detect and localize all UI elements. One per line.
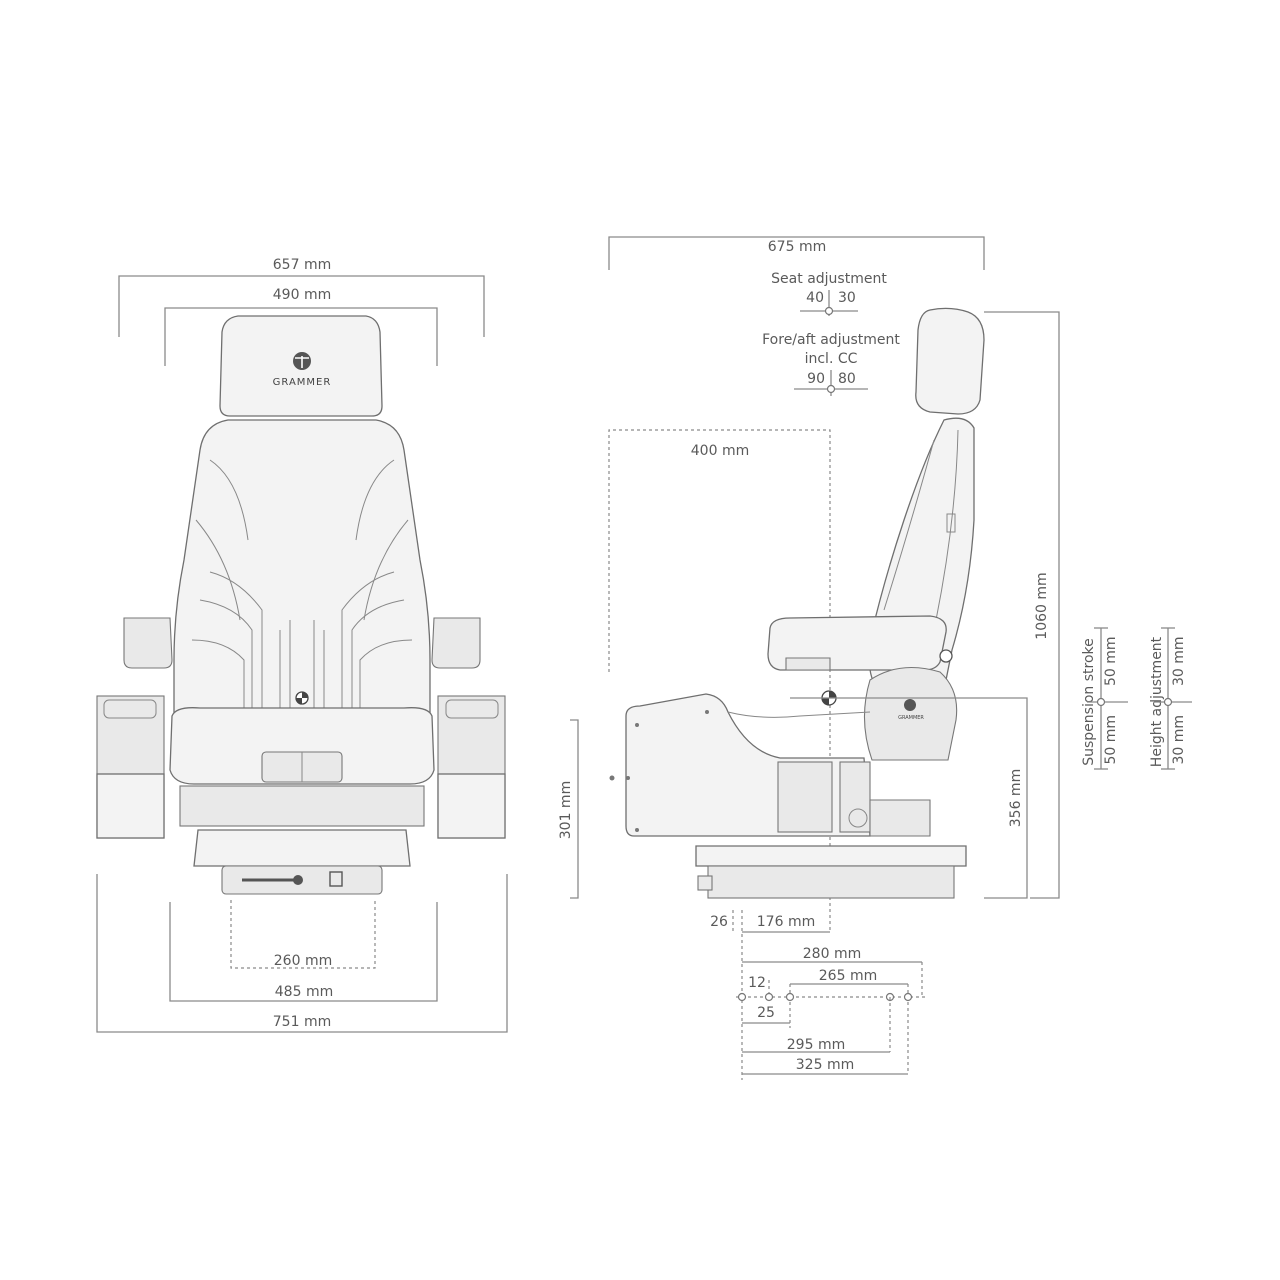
height-adjustment: Height adjustment 30 mm 30 mm [1149,627,1192,770]
dim-301: 301 mm [558,719,579,899]
dim-265-label: 265 mm [819,968,877,984]
dim-260-label: 260 mm [274,953,332,969]
dim-176-label: 176 mm [757,914,815,930]
dim-301-label: 301 mm [558,781,574,839]
dim-260: 260 mm [230,900,376,969]
dim-25-label: 25 [757,1005,775,1021]
fore-aft-label-1: Fore/aft adjustment [762,332,900,348]
front-seat-cushion [169,707,435,785]
front-base-plate [193,829,411,867]
dim-295-label: 295 mm [787,1037,845,1053]
brand-logo-text: GRAMMER [273,377,332,388]
fore-aft-left: 90 [807,371,825,387]
dim-675-label: 675 mm [768,239,826,255]
side-base-bottom [707,865,955,899]
svg-text:GRAMMER: GRAMMER [898,715,924,721]
side-view: 675 mm Seat adjustment 40 30 Fore/aft ad… [558,236,1192,1080]
side-pivot [863,667,958,761]
fore-aft-adjustment: Fore/aft adjustment incl. CC 90 80 [762,332,900,396]
dim-400-label: 400 mm [691,443,749,459]
dim-1060: 1060 mm [984,311,1060,899]
suspension-stroke-up: 50 mm [1103,636,1119,686]
dim-12-label: 12 [748,975,766,991]
side-headrest [915,307,985,415]
dim-356: 356 mm [790,697,1028,899]
side-base-plate [695,845,967,867]
suspension-stroke: Suspension stroke 50 mm 50 mm [1081,627,1128,770]
suspension-stroke-down: 50 mm [1103,715,1119,765]
dim-400: 400 mm [608,429,831,932]
dim-325-label: 325 mm [796,1057,854,1073]
dim-485-label: 485 mm [275,984,333,1000]
dim-657: 657 mm [118,257,485,337]
front-view: 657 mm 490 mm GRAMMER [96,257,508,1033]
seat-adjustment-left: 40 [806,290,824,306]
height-adjustment-down: 30 mm [1171,715,1187,765]
dim-1060-label: 1060 mm [1034,572,1050,639]
fore-aft-right: 80 [838,371,856,387]
bottom-dims: 26 176 mm 280 mm 265 mm 12 25 295 mm [710,910,926,1080]
fore-aft-label-2: incl. CC [805,351,858,367]
dim-751-label: 751 mm [273,1014,331,1030]
dim-675: 675 mm [608,236,985,270]
dim-490: 490 mm [164,287,438,366]
dim-490-label: 490 mm [273,287,331,303]
seat-adjustment-label: Seat adjustment [771,271,887,287]
dim-657-label: 657 mm [273,257,331,273]
seat-adjustment: Seat adjustment 40 30 [771,271,887,316]
height-adjustment-up: 30 mm [1171,636,1187,686]
dim-280-label: 280 mm [803,946,861,962]
dim-26-label: 26 [710,914,728,930]
front-armrest-right [431,617,481,669]
front-armrest-left [123,617,173,669]
seat-adjustment-right: 30 [838,290,856,306]
dim-485: 485 mm [169,902,438,1002]
front-suspension [179,785,425,827]
dim-356-label: 356 mm [1008,769,1024,827]
dim-751: 751 mm [96,874,508,1033]
side-armrest [767,615,947,671]
